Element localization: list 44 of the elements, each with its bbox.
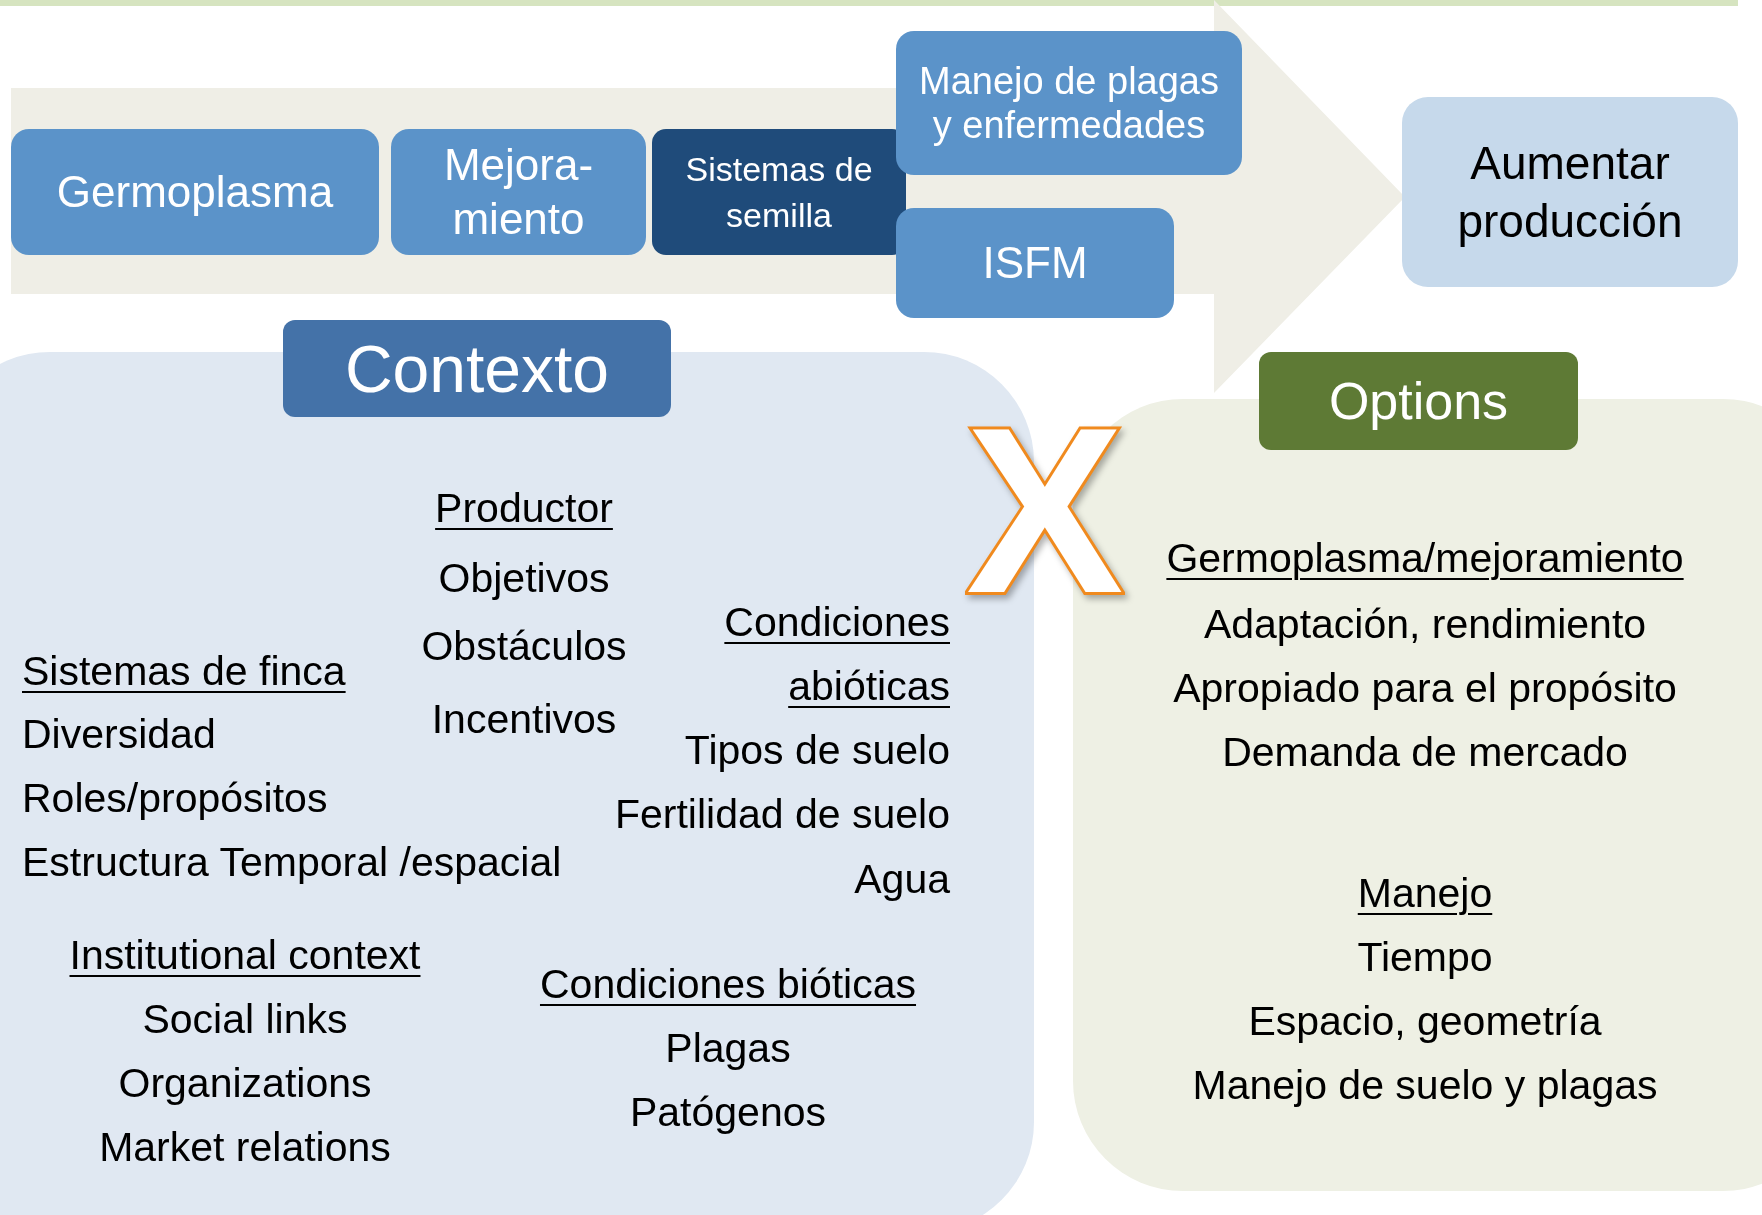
list-item-text: Demanda de mercado <box>1222 728 1628 777</box>
label-box <box>1402 97 1738 287</box>
list-item-text: Apropiado para el propósito <box>1173 664 1677 713</box>
list-item-text: Espacio, geometría <box>1248 997 1602 1046</box>
section-heading: Germoplasma/mejoramiento <box>1166 534 1684 583</box>
list-item-text: Tiempo <box>1357 933 1493 982</box>
box-label: Manejo de plagas y enfermedades <box>919 59 1219 147</box>
label-box <box>1259 352 1578 450</box>
list-item-text: Fertilidad de suelo <box>614 790 950 839</box>
label-box <box>896 208 1174 318</box>
box-label: Sistemas de semilla <box>684 149 874 236</box>
list-item-text: Incentivos <box>431 695 617 744</box>
label-box <box>391 129 646 255</box>
box-label: Germoplasma <box>56 166 334 218</box>
box-label: ISFM <box>982 237 1088 289</box>
list-item-text: Organizations <box>118 1059 372 1108</box>
section-heading: Productor <box>435 484 613 533</box>
list-item-text: Agua <box>854 855 950 904</box>
section-heading: Condiciones abióticas <box>723 598 950 711</box>
cross-mark: X <box>966 392 1124 628</box>
section-heading: Institutional context <box>69 931 421 980</box>
section-heading: Condiciones bióticas <box>540 960 916 1009</box>
label-box <box>283 320 671 417</box>
list-item-text: Diversidad <box>22 710 216 759</box>
list-item-text: Obstáculos <box>421 622 627 671</box>
list-item-text: Patógenos <box>629 1088 827 1137</box>
list-item-text: Social links <box>142 995 348 1044</box>
label-box <box>652 129 906 255</box>
list-item-text: Manejo de suelo y plagas <box>1192 1061 1658 1110</box>
box-label: Aumentar producción <box>1456 136 1684 249</box>
list-item-text: Roles/propósitos <box>22 774 328 823</box>
list-item-text: Tipos de suelo <box>684 726 950 775</box>
section-heading: Sistemas de finca <box>22 647 346 696</box>
label-box <box>11 129 379 255</box>
list-item-text: Adaptación, rendimiento <box>1203 600 1647 649</box>
box-label: Options <box>1328 371 1509 431</box>
list-item-text: Estructura Temporal /espacial <box>22 838 562 887</box>
list-item-text: Objetivos <box>438 554 610 603</box>
section-heading: Manejo <box>1357 869 1493 918</box>
box-label: Contexto <box>344 333 610 404</box>
box-label: Mejora- miento <box>442 139 595 245</box>
list-item-text: Market relations <box>99 1123 391 1172</box>
label-box <box>896 31 1242 175</box>
list-item-text: Plagas <box>665 1024 791 1073</box>
